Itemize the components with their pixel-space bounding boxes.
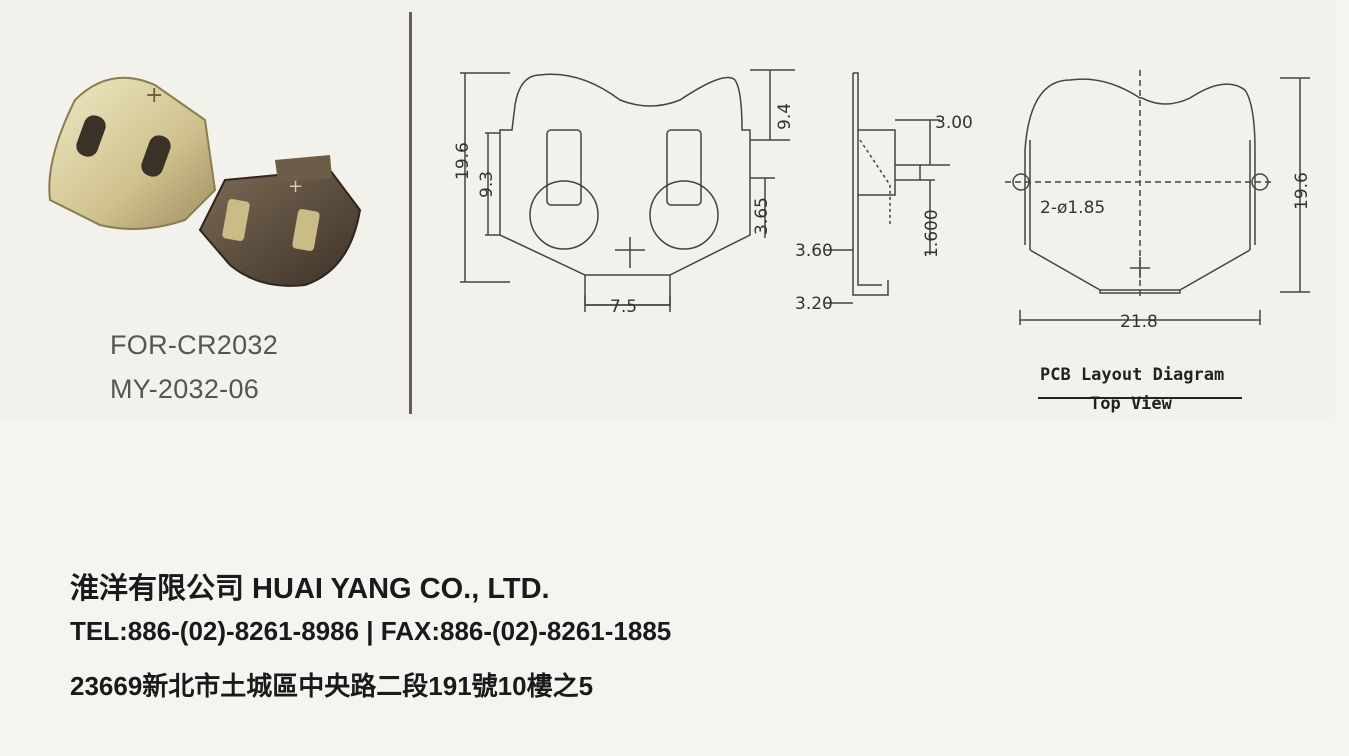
dim-height-slot: 9.3	[477, 171, 497, 198]
vertical-divider	[409, 12, 412, 414]
pcb-diagram-title: PCB Layout Diagram	[1040, 365, 1224, 385]
dim-side-top: 3.00	[935, 113, 973, 133]
dim-top-offset: 9.4	[775, 103, 795, 130]
svg-text:+: +	[145, 83, 163, 108]
dim-tab-width: 7.5	[610, 297, 637, 317]
dim-pcb-height: 19.6	[1292, 172, 1312, 210]
dim-pcb-width: 21.8	[1120, 312, 1158, 332]
company-name: 淮洋有限公司 HUAI YANG CO., LTD.	[70, 573, 550, 605]
pcb-view	[1005, 70, 1310, 399]
dim-lower-offset: 3.65	[752, 197, 772, 235]
front-view	[460, 69, 795, 312]
product-photo: + +	[30, 60, 380, 300]
side-view	[825, 72, 950, 304]
pcb-diagram-subtitle: Top View	[1090, 394, 1173, 414]
dim-hole-callout: 2-ø1.85	[1040, 198, 1105, 218]
technical-drawing: 19.6 9.3 9.4 3.65 7.5 3.00 3.60 1.600 3.…	[453, 69, 1312, 414]
battery-holder-gold: +	[48, 76, 217, 230]
dim-side-vertical: 1.600	[922, 209, 942, 258]
dim-height-total: 19.6	[453, 142, 473, 180]
battery-holder-dark: +	[198, 155, 362, 287]
model-label-part-number: MY-2032-06	[110, 374, 260, 404]
company-address: 23669新北市土城區中央路二段191號10樓之5	[70, 671, 594, 701]
dim-side-bottom: 3.20	[795, 294, 833, 314]
svg-text:+: +	[288, 176, 303, 197]
model-label-for: FOR-CR2032	[110, 330, 279, 360]
dim-side-mid: 3.60	[795, 241, 833, 261]
company-contact: TEL:886-(02)-8261-8986 | FAX:886-(02)-82…	[70, 616, 672, 646]
